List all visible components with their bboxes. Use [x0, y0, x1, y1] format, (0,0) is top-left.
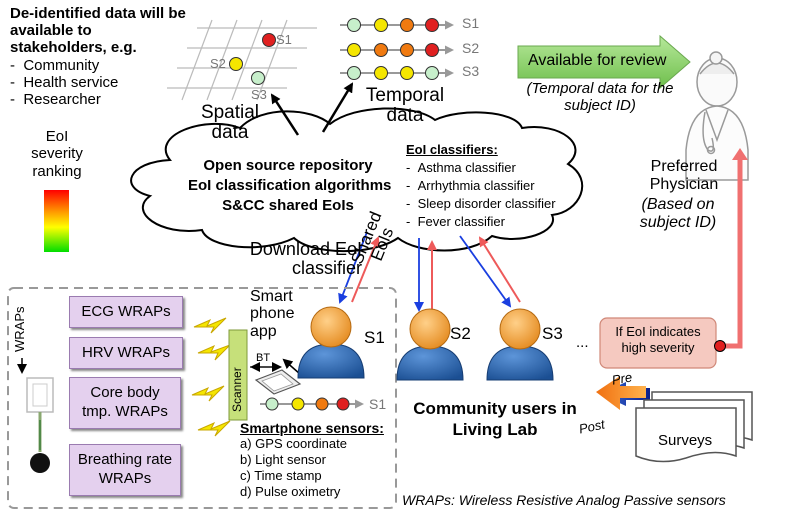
surveys-stack — [635, 391, 753, 463]
temporal-data-label: Temporal data — [365, 85, 445, 126]
review-button[interactable]: Available for review — [528, 52, 667, 69]
wraps-container — [7, 287, 397, 509]
temporal-series — [340, 18, 454, 80]
wraps-side-label: WRAPs — [12, 306, 27, 353]
classifier-sleep-disorder: - Sleep disorder classifier — [406, 196, 556, 211]
smartphone-app-label: Smart phone app — [250, 288, 295, 340]
classifier-asthma: - Asthma classifier — [406, 160, 516, 175]
scanner-label: Scanner — [230, 367, 244, 412]
user-s3-figure — [486, 308, 554, 381]
wrap-box-core-body: Core body tmp. WRAPs — [69, 377, 181, 429]
user-label-s1: S1 — [364, 328, 385, 347]
spatial-data-label: Spatial data — [200, 102, 260, 143]
temporal-label-s3: S3 — [462, 63, 480, 79]
repository-line-1: Open source repository — [203, 157, 373, 174]
smartphone-sensors-title: Smartphone sensors: — [240, 420, 384, 436]
spatial-label-s1: S1 — [276, 32, 292, 47]
sensor-light: b) Light sensor — [240, 452, 326, 467]
surveys-label: Surveys — [658, 432, 713, 449]
repository-line-3: S&CC shared EoIs — [222, 197, 354, 214]
sensor-pulse-oximetry: d) Pulse oximetry — [240, 484, 341, 499]
spatial-label-s3: S3 — [251, 87, 267, 102]
spatial-label-s2: S2 — [210, 56, 226, 71]
temporal-label-s1: S1 — [462, 15, 480, 31]
spatial-point-s3 — [251, 71, 265, 85]
classifier-fever: - Fever classifier — [406, 214, 505, 229]
review-note: (Temporal data for the subject ID) — [526, 80, 674, 115]
stakeholder-item-researcher: - Researcher — [10, 91, 101, 108]
smartphone-series-label: S1 — [369, 396, 387, 412]
user-s1-figure — [297, 306, 365, 379]
wraps-sensor-device — [26, 377, 54, 473]
bt-label: BT — [256, 352, 271, 364]
user-label-s3: S3 — [542, 324, 563, 343]
spatial-point-s1 — [262, 33, 276, 47]
temporal-label-s2: S2 — [462, 40, 480, 56]
repository-line-2: EoI classification algorithms — [188, 177, 392, 194]
wireless-bolts — [191, 317, 231, 437]
arrow-to-spatial — [270, 93, 300, 136]
download-arrow — [338, 231, 368, 304]
wraps-footnote: WRAPs: Wireless Resistive Analog Passive… — [402, 492, 726, 508]
classifier-arrhythmia: - Arrhythmia classifier — [406, 178, 535, 193]
stakeholder-item-community: - Community — [10, 57, 100, 74]
severity-alert-label: If EoI indicates high severity — [615, 324, 701, 356]
severity-gradient-bar — [44, 190, 69, 252]
severity-ranking-label: EoI severity ranking — [31, 128, 83, 180]
post-arrow — [596, 376, 646, 410]
smartphone-icon — [254, 369, 302, 395]
community-users-caption: Community users in Living Lab — [413, 399, 577, 440]
arrow-to-temporal — [321, 82, 354, 133]
sensor-gps: a) GPS coordinate — [240, 436, 347, 451]
scanner-bar — [228, 329, 248, 421]
classifiers-title: EoI classifiers: — [406, 142, 498, 157]
download-label: Download EoI classifier — [249, 239, 362, 278]
wrap-box-breathing: Breathing rate WRAPs — [69, 444, 181, 496]
stakeholders-title: De-identified data will be available to … — [10, 5, 186, 56]
physician-label: Preferred Physician — [649, 158, 719, 193]
wrap-box-hrv: HRV WRAPs — [69, 337, 183, 369]
wrap-box-ecg: ECG WRAPs — [69, 296, 183, 328]
sensor-time-stamp: c) Time stamp — [240, 468, 322, 483]
more-users-ellipsis: ... — [576, 334, 589, 351]
review-arrow-shape — [517, 34, 691, 90]
shared-arrow — [351, 236, 380, 303]
severity-to-physician-arrow — [722, 158, 743, 349]
spatial-point-s2 — [229, 57, 243, 71]
user-s2-figure — [396, 308, 464, 381]
physician-note: (Based on subject ID) — [639, 196, 717, 231]
user-label-s2: S2 — [450, 324, 471, 343]
stakeholder-item-health-service: - Health service — [10, 74, 119, 91]
physician-figure — [685, 51, 749, 181]
